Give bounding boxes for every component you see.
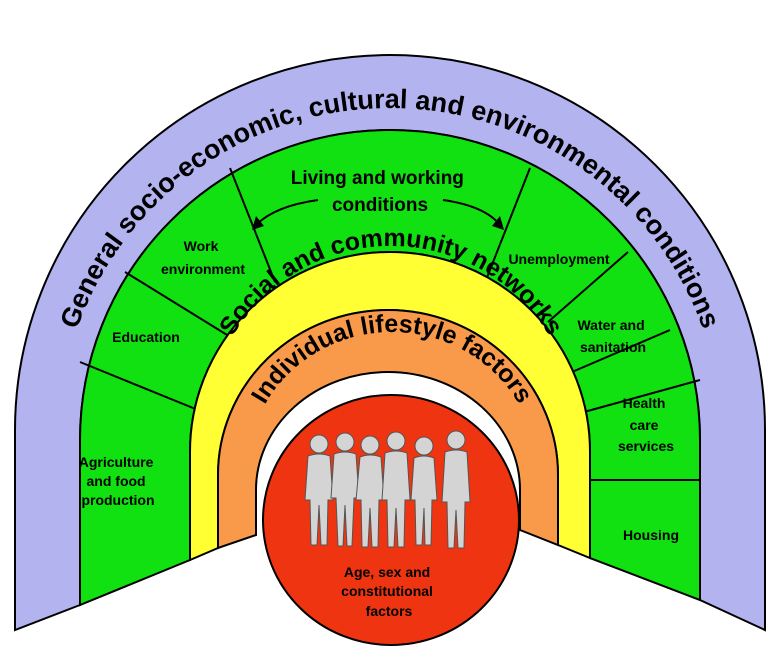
segment-unemployment: Unemployment (508, 251, 609, 267)
segment-agriculture: Agriculture and food production (79, 454, 158, 508)
segment-water-sanitation: Water and sanitation (577, 317, 648, 355)
arrow-left-icon (252, 216, 264, 230)
segment-housing: Housing (623, 527, 679, 543)
people-silhouettes-icon (304, 430, 471, 549)
segment-dividers (79, 167, 701, 481)
segment-education: Education (112, 329, 180, 345)
segment-work-environment: Work environment (161, 238, 245, 277)
core-label: Age, sex and constitutional factors (341, 564, 437, 619)
individual-band (217, 309, 559, 550)
arrow-right-icon (492, 216, 504, 230)
segment-health-care: Health care services (618, 395, 674, 454)
living-working-label: Living and working conditions (291, 168, 469, 216)
